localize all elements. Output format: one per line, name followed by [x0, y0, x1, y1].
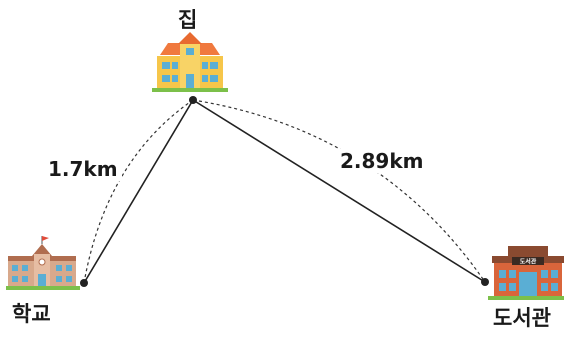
- distance-home-school: 1.7km: [44, 157, 122, 181]
- library-building-icon: 도서관: [488, 246, 564, 300]
- house-icon: [152, 32, 228, 92]
- school-building-icon: [6, 236, 80, 290]
- dashed-arc-home-school: [83, 99, 194, 284]
- line-home-library: [192, 99, 486, 283]
- point-home: [189, 96, 197, 104]
- line-home-school: [83, 99, 194, 284]
- distance-home-library: 2.89km: [336, 149, 428, 173]
- home-label: 집: [178, 8, 198, 32]
- library-label: 도서관: [493, 306, 551, 330]
- point-library: [481, 278, 489, 286]
- dashed-arc-home-library: [192, 99, 486, 283]
- school-label: 학교: [12, 302, 51, 326]
- point-school: [80, 279, 88, 287]
- library-sign-text: 도서관: [520, 258, 537, 266]
